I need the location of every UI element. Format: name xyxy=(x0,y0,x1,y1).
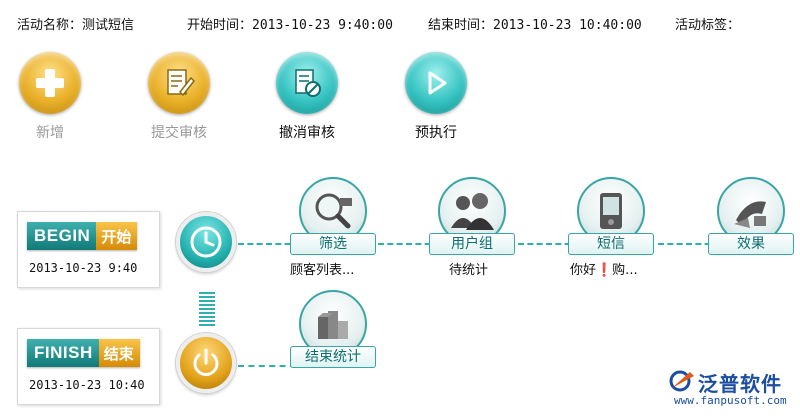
pre-execute-button[interactable]: 预执行 xyxy=(391,52,481,142)
end-time-label: 结束时间： xyxy=(428,18,494,33)
flow-connector xyxy=(238,243,300,245)
pre-execute-label: 预执行 xyxy=(415,125,457,141)
activity-tag-label: 活动标签： xyxy=(675,18,741,33)
finish-badge-en: FINISH xyxy=(27,339,99,367)
cancel-review-button[interactable]: 撤消审核 xyxy=(262,52,352,142)
flow-node-label: 用户组 xyxy=(429,233,515,255)
flow-connector xyxy=(518,243,580,245)
start-time-label: 开始时间： xyxy=(187,18,253,33)
flow-node-sms[interactable]: 短信 你好❗购... xyxy=(568,177,654,278)
flow-connector xyxy=(658,243,720,245)
flow-node-label: 效果 xyxy=(708,233,794,255)
add-button[interactable]: 新增 xyxy=(5,52,95,142)
power-icon xyxy=(193,348,219,376)
brand-name: 泛普软件 xyxy=(698,372,782,396)
activity-tag: 活动标签： xyxy=(675,14,740,33)
add-label: 新增 xyxy=(36,125,64,141)
begin-badge-cn: 开始 xyxy=(96,222,138,250)
connector-ladder xyxy=(199,292,215,328)
flow-node-result[interactable]: 效果 xyxy=(708,177,794,255)
finish-time: 2013-10-23 10:40 xyxy=(29,378,145,392)
flow-node-desc: 待统计 xyxy=(449,263,489,278)
start-time-value: 2013-10-23 9:40:00 xyxy=(252,18,393,33)
start-time: 开始时间：2013-10-23 9:40:00 xyxy=(187,14,393,33)
brand-url: www.fanpusoft.com xyxy=(674,394,787,407)
activity-name-value: 测试短信 xyxy=(82,18,135,33)
cancel-review-label: 撤消审核 xyxy=(279,125,335,141)
end-time-value: 2013-10-23 10:40:00 xyxy=(493,18,642,33)
activity-name-label: 活动名称： xyxy=(17,18,83,33)
clock-icon xyxy=(190,226,222,258)
submit-review-button[interactable]: 提交审核 xyxy=(134,52,224,142)
flow-node-end-stats[interactable]: 结束统计 xyxy=(290,290,376,368)
flow-connector xyxy=(238,365,296,367)
flow-connector xyxy=(378,243,440,245)
flow-node-label: 筛选 xyxy=(290,233,376,255)
end-time: 结束时间：2013-10-23 10:40:00 xyxy=(428,14,642,33)
begin-clock-button[interactable] xyxy=(176,212,236,272)
document-cancel-icon xyxy=(276,52,338,114)
begin-time: 2013-10-23 9:40 xyxy=(29,261,138,275)
fanpu-logo-icon xyxy=(669,370,694,392)
plus-icon xyxy=(19,52,81,114)
flow-node-label: 短信 xyxy=(568,233,654,255)
brand-logo: 泛普软件 www.fanpusoft.com xyxy=(664,366,794,410)
flow-node-user-group[interactable]: 用户组 待统计 xyxy=(429,177,515,278)
edit-document-icon xyxy=(148,52,210,114)
flow-node-desc: 顾客列表... xyxy=(290,263,355,278)
play-icon xyxy=(405,52,467,114)
submit-review-label: 提交审核 xyxy=(151,125,207,141)
finish-badge-cn: 结束 xyxy=(98,339,140,367)
activity-name: 活动名称：测试短信 xyxy=(17,14,134,33)
flow-node-label: 结束统计 xyxy=(290,346,376,368)
flow-node-desc: 你好❗购... xyxy=(570,263,638,278)
flow-node-filter[interactable]: 筛选 顾客列表... xyxy=(290,177,376,278)
begin-badge-en: BEGIN xyxy=(27,222,97,250)
finish-power-button[interactable] xyxy=(176,333,236,393)
